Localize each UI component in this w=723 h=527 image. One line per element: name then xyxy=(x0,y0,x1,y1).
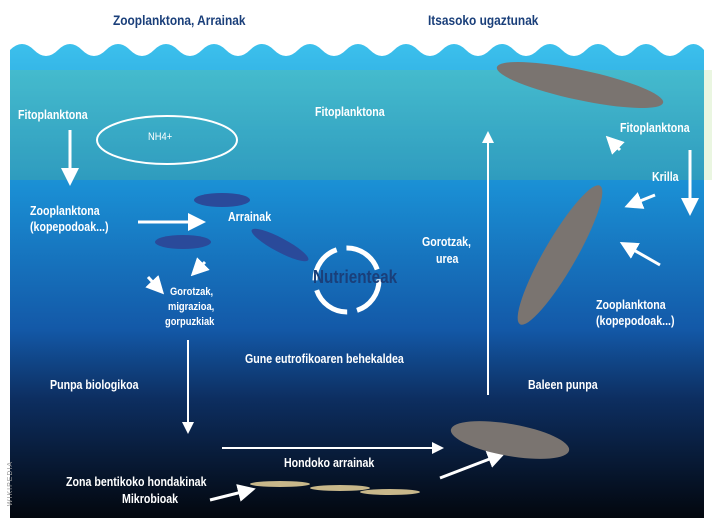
label-migrazioa: migrazioa, xyxy=(168,301,215,313)
bottom-fish-icons xyxy=(250,481,420,495)
label-baleen-punpa: Baleen punpa xyxy=(528,378,598,392)
nutrient-cycle-icon xyxy=(312,245,382,315)
label-eufotikoa: Gune eutrofikoaren behekaldea xyxy=(245,352,404,366)
watermark: WIKIPEDIA xyxy=(7,460,15,507)
label-gorotzak-urea: Gorotzak, xyxy=(422,235,472,249)
label-punpa-biologikoa: Punpa biologikoa xyxy=(50,378,139,392)
label-urea: urea xyxy=(436,252,459,266)
title-right: Itsasoko ugaztunak xyxy=(428,12,539,28)
label-nutrienteak: Nutrienteak xyxy=(313,267,398,287)
title-left: Zooplanktona, Arrainak xyxy=(113,12,246,28)
label-gorotzak: Gorotzak, xyxy=(170,286,214,298)
label-zoo-left-2: (kopepodoak...) xyxy=(30,220,109,234)
label-zoo-right: Zooplanktona xyxy=(596,298,666,312)
label-gorpuzkiak: gorpuzkiak xyxy=(165,316,215,328)
whale-icons xyxy=(450,62,664,459)
label-zoo-right-2: (kopepodoak...) xyxy=(596,314,675,328)
label-zona-bentikoa: Zona bentikoko hondakinak xyxy=(66,475,207,489)
nh4-cycle-arrow xyxy=(96,115,238,165)
label-fitoplanktona-center: Fitoplanktona xyxy=(315,105,385,119)
label-nh4: NH4+ xyxy=(148,131,173,143)
label-fitoplanktona-left: Fitoplanktona xyxy=(18,108,88,122)
label-mikrobioak: Mikrobioak xyxy=(122,492,179,506)
fish-icons xyxy=(155,193,309,262)
label-krilla: Krilla xyxy=(652,170,679,184)
label-hondoko-arrainak: Hondoko arrainak xyxy=(284,456,375,470)
flow-arrows xyxy=(61,130,699,502)
label-zoo-left: Zooplanktona xyxy=(30,204,100,218)
label-arrainak: Arrainak xyxy=(228,210,272,224)
label-fitoplanktona-right: Fitoplanktona xyxy=(620,121,690,135)
